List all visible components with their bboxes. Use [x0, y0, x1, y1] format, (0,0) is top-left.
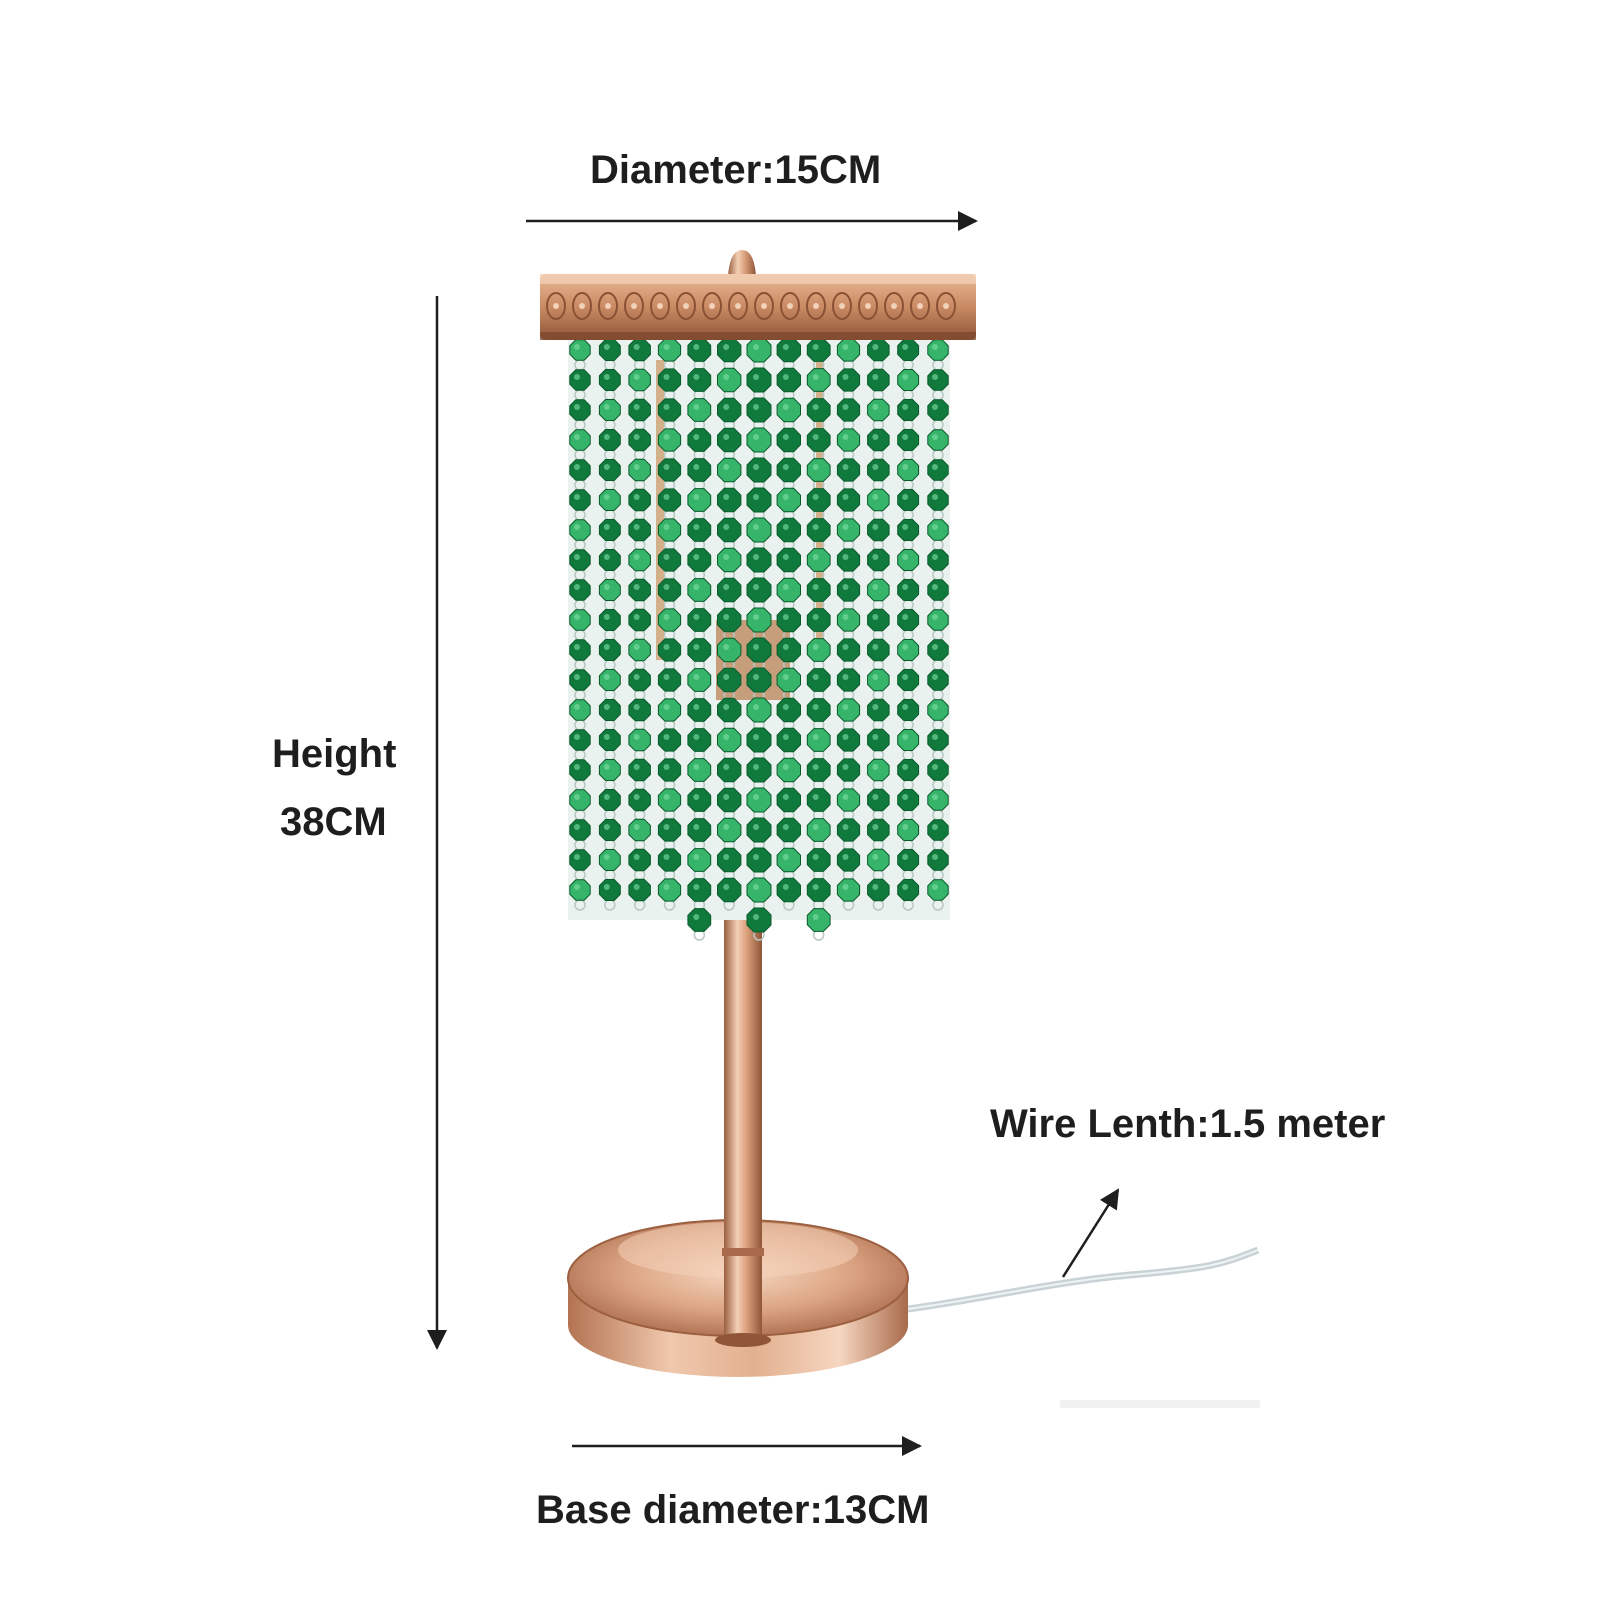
wire-length-label: Wire Lenth:1.5 meter [990, 1102, 1386, 1146]
wire-pointer-arrow [1061, 1188, 1120, 1278]
height-label-line1: Height [272, 732, 397, 776]
height-label: Height 38CM [272, 720, 396, 856]
height-label-value: 38CM [280, 800, 387, 844]
base-diameter-label: Base diameter:13CM [536, 1488, 930, 1532]
decorative-gold-rim [540, 250, 976, 340]
diameter-label: Diameter:15CM [590, 148, 882, 192]
crystal-shade [568, 337, 950, 941]
